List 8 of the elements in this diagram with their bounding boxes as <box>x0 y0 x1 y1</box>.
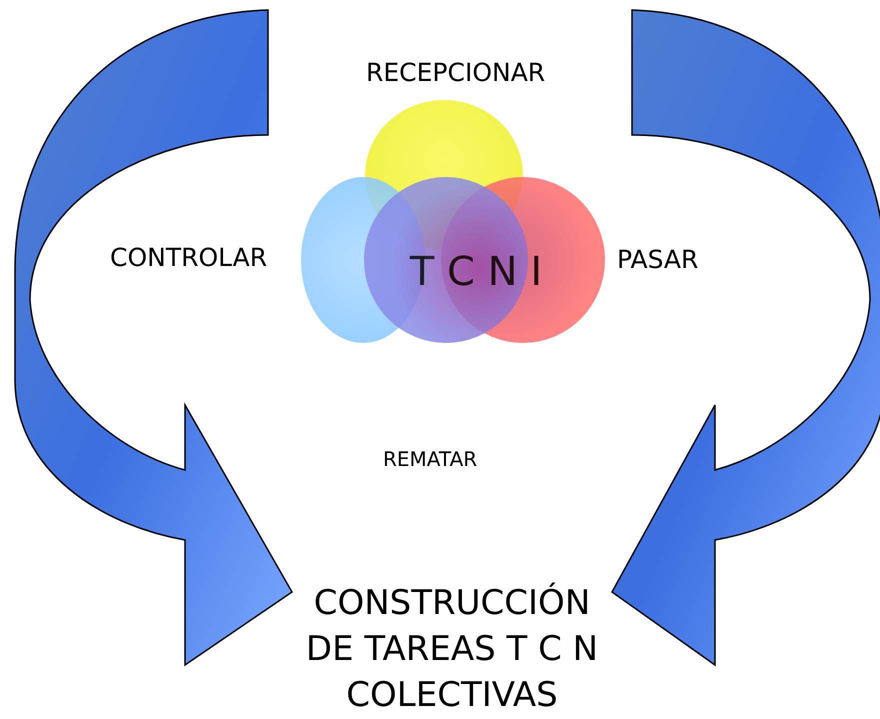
step-label: PASAR <box>617 245 698 274</box>
step-label: RECEPCIONAR <box>366 58 546 87</box>
heading-text: CONSTRUCCIÓN DE TAREAS T C N COLECTIVAS <box>304 582 600 717</box>
curved-block-arrow <box>611 9 880 666</box>
circle-label: T C N I <box>410 249 542 295</box>
step-label: REMATAR <box>383 447 478 471</box>
step-label: CONTROLAR <box>110 243 268 272</box>
curved-block-arrow <box>14 9 293 666</box>
